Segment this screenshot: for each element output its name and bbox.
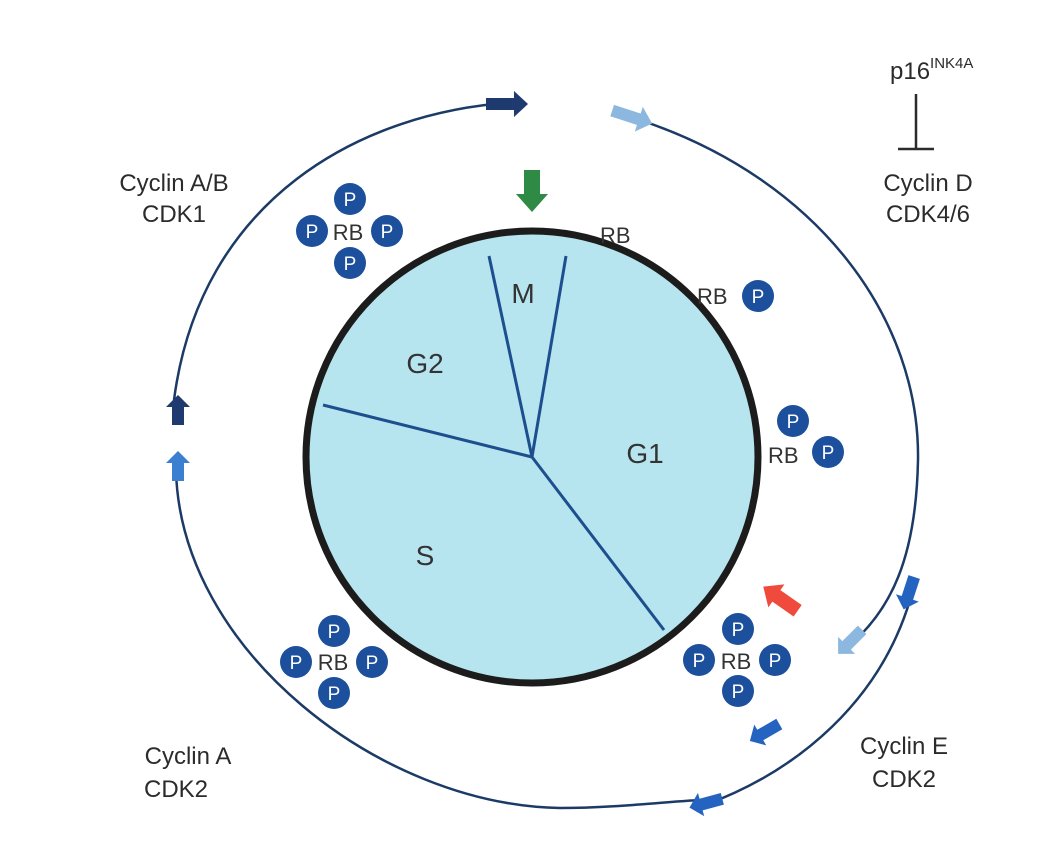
arrow-blue-bottom (689, 792, 724, 817)
outer-arc-right (639, 118, 920, 646)
svg-text:P: P (752, 287, 765, 308)
rb-mono-phosphorylated: RB P (697, 280, 774, 312)
phase-label-g2: G2 (406, 348, 443, 379)
rb-di-phosphorylated: RB P P (768, 405, 844, 468)
svg-text:CDK1: CDK1 (142, 201, 206, 228)
arrow-mid-blue-left (166, 451, 190, 481)
outer-arc-bottom-right (704, 599, 912, 807)
divider-s-g1 (530, 456, 666, 631)
phase-label-g1: G1 (626, 438, 663, 469)
svg-text:P: P (732, 620, 745, 641)
svg-text:RB: RB (768, 443, 799, 468)
svg-text:RB: RB (697, 284, 728, 309)
svg-text:Cyclin A: Cyclin A (145, 743, 232, 770)
svg-text:P: P (344, 190, 357, 211)
phosphate-badge: P (722, 675, 754, 707)
svg-text:P: P (822, 443, 835, 464)
arrow-green-down (516, 170, 548, 212)
svg-text:RB: RB (721, 649, 752, 674)
rb-hyperphosphorylated-bottom-left: RB P P P P (280, 615, 388, 709)
phosphate-badge: P (722, 613, 754, 645)
phase-label-m: M (511, 278, 534, 309)
svg-text:CDK2: CDK2 (872, 766, 936, 793)
rb-unphosphorylated: RB (600, 223, 631, 248)
cyclin-e-cdk2-label: Cyclin E CDK2 (860, 733, 948, 793)
arrow-light-blue-top (610, 104, 653, 132)
svg-text:CDK4/6: CDK4/6 (886, 201, 970, 228)
cyclin-a-cdk2-label: Cyclin A CDK2 (144, 743, 231, 803)
phosphate-badge: P (280, 646, 312, 678)
svg-text:P: P (381, 222, 394, 243)
svg-text:RB: RB (333, 220, 364, 245)
arrow-red-g1-restriction (763, 584, 802, 617)
divider-g2-s (322, 403, 533, 459)
phase-label-s: S (416, 540, 435, 571)
p16-inhibitor-label: p16INK4A (890, 55, 973, 85)
svg-text:P: P (290, 653, 303, 674)
outer-arc-left-bottom (174, 469, 706, 810)
phosphate-badge: P (296, 215, 328, 247)
svg-text:Cyclin A/B: Cyclin A/B (119, 170, 228, 197)
phosphate-badge: P (777, 405, 809, 437)
rb-hyperphosphorylated-top-left: RB P P P P (296, 183, 403, 279)
cyclin-d-cdk46-label: Cyclin D CDK4/6 (883, 170, 972, 228)
phosphate-badge: P (318, 615, 350, 647)
svg-text:CDK2: CDK2 (144, 776, 208, 803)
svg-text:P: P (693, 651, 706, 672)
phosphate-badge: P (683, 644, 715, 676)
svg-text:Cyclin D: Cyclin D (883, 170, 972, 197)
divider-m-left (487, 255, 534, 458)
svg-text:P: P (366, 653, 379, 674)
outer-arc-top-left (172, 100, 521, 401)
phosphate-badge: P (356, 646, 388, 678)
arrow-light-blue-right (838, 625, 867, 654)
phosphate-badge: P (759, 644, 791, 676)
divider-m-right (530, 255, 568, 458)
svg-text:P: P (344, 254, 357, 275)
phosphate-badge: P (371, 215, 403, 247)
arrow-blue-right-edge (895, 575, 920, 610)
svg-text:P: P (328, 684, 341, 705)
phosphate-badge: P (334, 183, 366, 215)
svg-text:P: P (787, 412, 800, 433)
svg-text:P: P (732, 682, 745, 703)
phosphate-badge: P (742, 280, 774, 312)
svg-text:P: P (769, 651, 782, 672)
phosphate-badge: P (334, 247, 366, 279)
arrow-dark-navy-left (166, 395, 190, 425)
cyclin-ab-cdk1-label: Cyclin A/B CDK1 (119, 170, 228, 228)
arrow-dark-navy-top (486, 91, 528, 117)
phosphate-badge: P (318, 677, 350, 709)
svg-text:P: P (306, 222, 319, 243)
svg-text:Cyclin E: Cyclin E (860, 733, 948, 760)
rb-hyperphosphorylated-bottom-right: RB P P P P (683, 613, 791, 707)
svg-text:P: P (328, 622, 341, 643)
svg-text:RB: RB (318, 650, 349, 675)
arrow-blue-bottom-right (749, 718, 783, 746)
phosphate-badge: P (812, 436, 844, 468)
